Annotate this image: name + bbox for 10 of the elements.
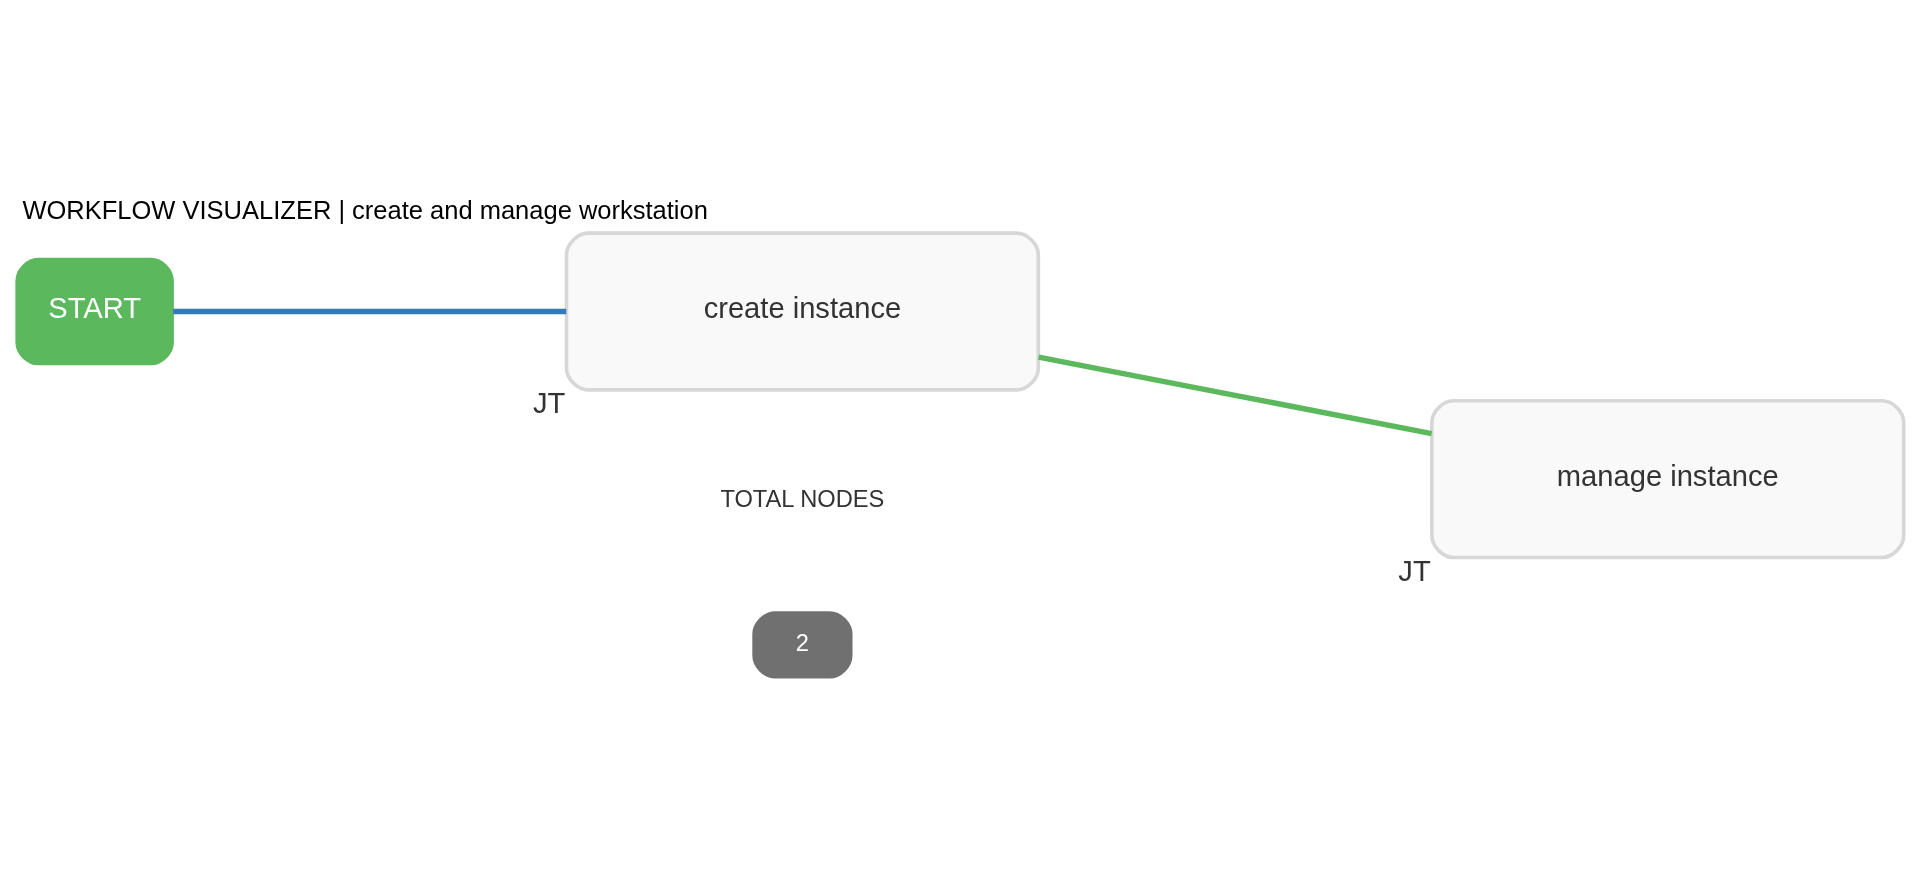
connector — [1038, 354, 1433, 437]
diagram-title: WORKFLOW VISUALIZER | create and manage workstation — [22, 195, 708, 224]
node-box: manage instance — [1430, 399, 1906, 560]
node-label: JT — [533, 387, 566, 420]
connector — [173, 308, 567, 315]
node-label: JT — [1398, 554, 1431, 587]
node-box: START — [15, 257, 174, 366]
node-box: create instance — [564, 231, 1041, 392]
label: TOTAL NODES — [720, 486, 885, 513]
label: 2 — [795, 630, 809, 657]
